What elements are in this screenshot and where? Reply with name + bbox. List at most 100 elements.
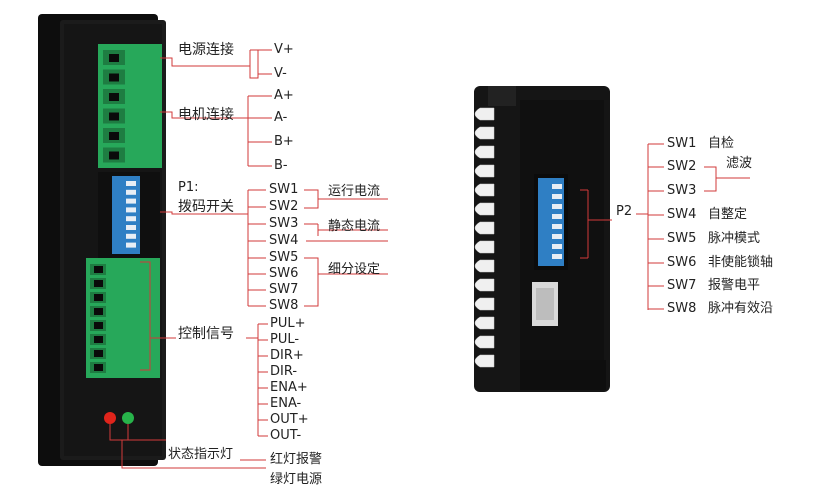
terminal-screw-hole bbox=[109, 151, 119, 160]
dip-key bbox=[126, 242, 136, 248]
red-led bbox=[104, 412, 116, 424]
left-driver bbox=[38, 14, 166, 466]
p1-sw2: SW2 bbox=[269, 199, 299, 214]
p2-dip-switch bbox=[538, 178, 564, 266]
control-group-label: 控制信号 bbox=[178, 326, 234, 342]
dip-key bbox=[126, 181, 136, 186]
heatsink-fin bbox=[474, 221, 495, 235]
terminal-screw-hole bbox=[94, 280, 103, 287]
p2-fn-pulse-mode: 脉冲模式 bbox=[708, 231, 761, 246]
leader-line bbox=[304, 189, 319, 209]
dip-key bbox=[126, 189, 136, 195]
pin-pul-plus: PUL+ bbox=[270, 316, 306, 331]
motor-group-label: 电机连接 bbox=[178, 107, 234, 123]
dip-key bbox=[552, 194, 562, 199]
pin-dir-plus: DIR+ bbox=[270, 348, 304, 363]
heatsink-fin bbox=[474, 145, 495, 159]
dip-key bbox=[126, 207, 136, 213]
pin-pul-minus: PUL- bbox=[270, 332, 300, 347]
p2-fn-filter: 滤波 bbox=[726, 156, 753, 171]
dip-key bbox=[552, 224, 562, 229]
pin-out-minus: OUT- bbox=[270, 428, 302, 443]
p2-title: P2 bbox=[616, 204, 633, 219]
p1-sw3: SW3 bbox=[269, 216, 299, 231]
control-terminal bbox=[86, 258, 160, 378]
heatsink-fin bbox=[474, 240, 495, 254]
p1-dip-switch bbox=[112, 176, 140, 254]
dip-key bbox=[552, 184, 562, 189]
p2-sw4: SW4 bbox=[667, 207, 697, 222]
dip-key bbox=[552, 254, 562, 259]
pin-a-plus: A+ bbox=[274, 88, 294, 103]
heatsink-fin bbox=[474, 183, 495, 197]
dip-key bbox=[126, 233, 136, 239]
right-driver bbox=[474, 86, 610, 392]
green-led-label: 绿灯电源 bbox=[270, 472, 323, 487]
heatsink-fin bbox=[474, 354, 495, 368]
terminal-screw-hole bbox=[94, 266, 103, 273]
leader-line bbox=[704, 166, 717, 192]
p2-fn-self-test: 自检 bbox=[708, 136, 735, 151]
p2-fn-alarm-level: 报警电平 bbox=[708, 278, 761, 293]
pin-a-minus: A- bbox=[274, 110, 288, 125]
terminal-screw-hole bbox=[109, 73, 119, 82]
dip-key bbox=[552, 204, 562, 209]
static-current-label: 静态电流 bbox=[328, 219, 381, 234]
leader-line bbox=[160, 57, 250, 67]
terminal-screw-hole bbox=[94, 308, 103, 315]
heatsink-fin bbox=[474, 278, 495, 292]
dip-key bbox=[126, 225, 136, 230]
power-group-label: 电源连接 bbox=[178, 42, 234, 58]
red-led-label: 红灯报警 bbox=[270, 452, 323, 467]
led-group-label: 状态指示灯 bbox=[168, 447, 234, 462]
terminal-screw-hole bbox=[109, 54, 119, 62]
green-led bbox=[122, 412, 134, 424]
pin-out-plus: OUT+ bbox=[270, 412, 309, 427]
leader-line bbox=[160, 211, 248, 215]
p1-sw5: SW5 bbox=[269, 250, 299, 265]
p1-sw8: SW8 bbox=[269, 298, 299, 313]
p2-sw7: SW7 bbox=[667, 278, 697, 293]
leader-line bbox=[109, 424, 166, 441]
pin-dir-minus: DIR- bbox=[270, 364, 298, 379]
terminal-screw-hole bbox=[109, 112, 119, 121]
p1-title: P1: bbox=[178, 180, 199, 195]
p2-sw1: SW1 bbox=[667, 136, 697, 151]
dip-key bbox=[126, 198, 136, 204]
leader-line bbox=[304, 257, 319, 307]
leader-line bbox=[160, 111, 248, 119]
heatsink-fin bbox=[474, 316, 495, 330]
p2-sw8: SW8 bbox=[667, 301, 697, 316]
heatsink-fin bbox=[474, 335, 495, 349]
terminal-screw-hole bbox=[94, 350, 103, 357]
dip-key bbox=[552, 214, 562, 219]
pin-b-minus: B- bbox=[274, 158, 288, 173]
p2-sw2: SW2 bbox=[667, 159, 697, 174]
leader-line bbox=[249, 49, 259, 79]
p2-fn-disable-lock: 非使能锁轴 bbox=[708, 255, 774, 270]
terminal-screw-hole bbox=[109, 132, 119, 140]
p2-sw6: SW6 bbox=[667, 255, 697, 270]
p2-sw5: SW5 bbox=[667, 231, 697, 246]
p2-fn-auto-tune: 自整定 bbox=[708, 207, 748, 222]
terminal-screw-hole bbox=[94, 364, 103, 371]
heatsink-fin bbox=[474, 126, 495, 140]
dip-key bbox=[126, 216, 136, 222]
pin-v-minus: V- bbox=[274, 66, 287, 81]
p1-sw6: SW6 bbox=[269, 266, 299, 281]
heatsink-fin bbox=[474, 107, 495, 121]
microstep-label: 细分设定 bbox=[328, 262, 381, 277]
p2-fn-pulse-edge: 脉冲有效沿 bbox=[708, 301, 774, 316]
terminal-screw-hole bbox=[109, 93, 119, 101]
p1-sw4: SW4 bbox=[269, 233, 299, 248]
dip-key bbox=[552, 244, 562, 249]
pin-ena-minus: ENA- bbox=[270, 396, 302, 411]
dip-group-label: 拨码开关 bbox=[178, 199, 234, 215]
p2-sw3: SW3 bbox=[667, 183, 697, 198]
heatsink-fin bbox=[474, 202, 495, 216]
dip-key bbox=[552, 234, 562, 239]
pin-v-plus: V+ bbox=[274, 42, 294, 57]
heatsink-fin bbox=[474, 259, 495, 273]
pin-ena-plus: ENA+ bbox=[270, 380, 308, 395]
